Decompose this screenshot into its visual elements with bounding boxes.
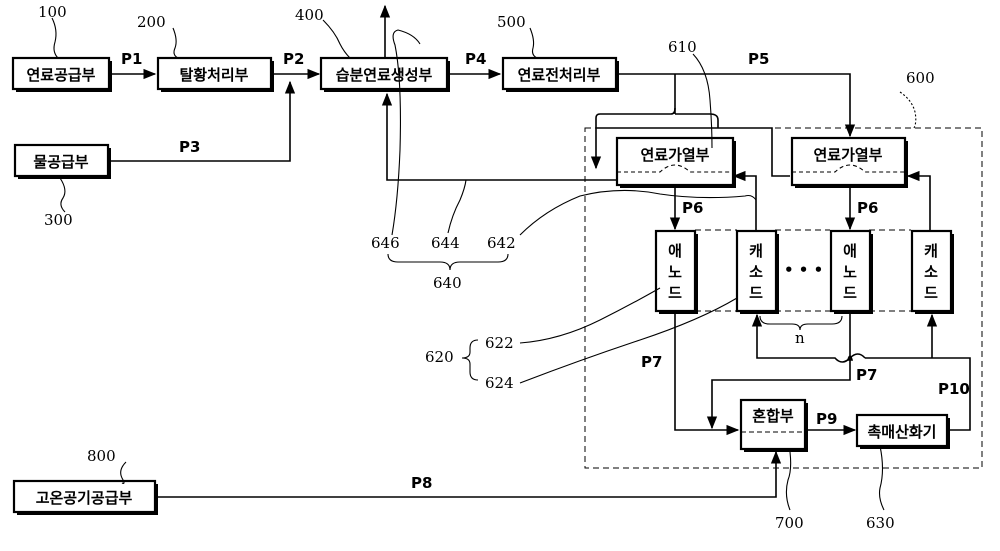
box-desulfurizer: 탈황처리부 (158, 58, 274, 92)
cathode-1-char-3: 드 (749, 284, 763, 302)
flow-p7-a (675, 313, 738, 430)
ref-n: n (795, 329, 805, 347)
water-supply-label: 물공급부 (33, 153, 88, 171)
box-cathode-1: 캐 소 드 (737, 231, 779, 314)
leader-200 (173, 28, 178, 58)
ref-100: 100 (38, 3, 67, 21)
brace-n (760, 316, 842, 330)
leader-610 (693, 54, 712, 148)
anode-2-char-2: 노 (843, 263, 857, 281)
fuel-heater-2-label: 연료가열부 (813, 146, 882, 164)
box-hot-air-supply: 고온공기공급부 (14, 481, 158, 515)
anode-1-char-1: 애 (668, 242, 682, 260)
brace-640 (388, 254, 508, 270)
cathode-1-char-2: 소 (749, 263, 763, 281)
ref-630: 630 (866, 514, 895, 532)
ref-644: 644 (431, 234, 460, 252)
ref-610: 610 (668, 38, 697, 56)
label-p6-b: P6 (857, 199, 878, 217)
ref-646: 646 (371, 234, 400, 252)
ref-800: 800 (87, 447, 116, 465)
ref-300: 300 (44, 211, 73, 229)
ref-200: 200 (137, 13, 166, 31)
label-p10: P10 (938, 380, 970, 398)
ref-622: 622 (485, 334, 514, 352)
flow-p10-to-cathode1 (757, 315, 865, 362)
cathode-2-char-3: 드 (924, 284, 938, 302)
ref-500: 500 (497, 13, 526, 31)
label-p5: P5 (748, 50, 769, 68)
label-p8: P8 (411, 474, 432, 492)
label-p6-a: P6 (682, 199, 703, 217)
stack-ellipsis: • • • (784, 261, 823, 279)
leader-700 (786, 452, 790, 510)
label-p2: P2 (283, 50, 304, 68)
label-p1: P1 (121, 50, 142, 68)
fuel-heater-1-label: 연료가열부 (640, 146, 709, 164)
leader-600 (900, 92, 916, 128)
cathode-1-char-1: 캐 (749, 242, 763, 260)
leader-642 (520, 190, 756, 235)
mixer-label: 혼합부 (752, 407, 794, 425)
ref-700: 700 (775, 514, 804, 532)
label-p7-b: P7 (856, 366, 877, 384)
recycle-line-640 (387, 94, 618, 180)
box-water-supply: 물공급부 (15, 145, 111, 179)
brace-620 (462, 340, 478, 380)
cathode-2-char-1: 캐 (924, 242, 938, 260)
hot-air-supply-label: 고온공기공급부 (36, 489, 133, 507)
cathode2-to-heater2 (908, 176, 930, 230)
leader-644 (448, 180, 466, 233)
leader-630 (880, 446, 885, 510)
box-fuel-pretreat: 연료전처리부 (503, 58, 619, 92)
anode-1-char-2: 노 (668, 263, 682, 281)
leader-400 (323, 20, 350, 58)
ref-642: 642 (487, 234, 516, 252)
box-cathode-2: 캐 소 드 (912, 231, 954, 314)
box-fuel-supply: 연료공급부 (13, 58, 112, 92)
ref-640: 640 (433, 274, 462, 292)
cathode-2-char-2: 소 (924, 263, 938, 281)
label-p7-a: P7 (641, 353, 662, 371)
box-anode-1: 애 노 드 (656, 231, 698, 314)
box-fuel-heater-2: 연료가열부 (792, 138, 908, 188)
label-p4: P4 (465, 50, 486, 68)
label-p9: P9 (816, 410, 837, 428)
leader-100 (52, 18, 58, 58)
catalytic-oxidizer-label: 촉매산화기 (867, 423, 936, 441)
box-anode-2: 애 노 드 (831, 231, 873, 314)
fuel-pretreat-label: 연료전처리부 (518, 66, 601, 84)
ref-400: 400 (295, 6, 324, 24)
humidified-fuel-label: 습분연료생성부 (336, 66, 433, 84)
leader-622 (520, 288, 660, 343)
leader-624 (520, 298, 737, 383)
box-mixer: 혼합부 (741, 400, 808, 452)
flow-p5 (617, 74, 850, 136)
label-p3: P3 (179, 138, 200, 156)
box-catalytic-oxidizer: 촉매산화기 (857, 415, 950, 449)
fuel-supply-label: 연료공급부 (26, 66, 95, 84)
leader-500 (530, 28, 537, 58)
cathode1-to-heater1 (734, 176, 756, 230)
flow-p8 (158, 452, 776, 497)
desulfurizer-label: 탈황처리부 (179, 66, 248, 84)
box-humidified-fuel: 습분연료생성부 (321, 58, 450, 92)
anode-2-char-3: 드 (843, 284, 857, 302)
box-fuel-heater-1: 연료가열부 (617, 138, 736, 188)
ref-620: 620 (425, 348, 454, 366)
ref-624: 624 (485, 374, 514, 392)
leader-300 (60, 178, 65, 212)
anode-2-char-1: 애 (843, 242, 857, 260)
anode-1-char-3: 드 (668, 284, 682, 302)
ref-600: 600 (906, 69, 935, 87)
